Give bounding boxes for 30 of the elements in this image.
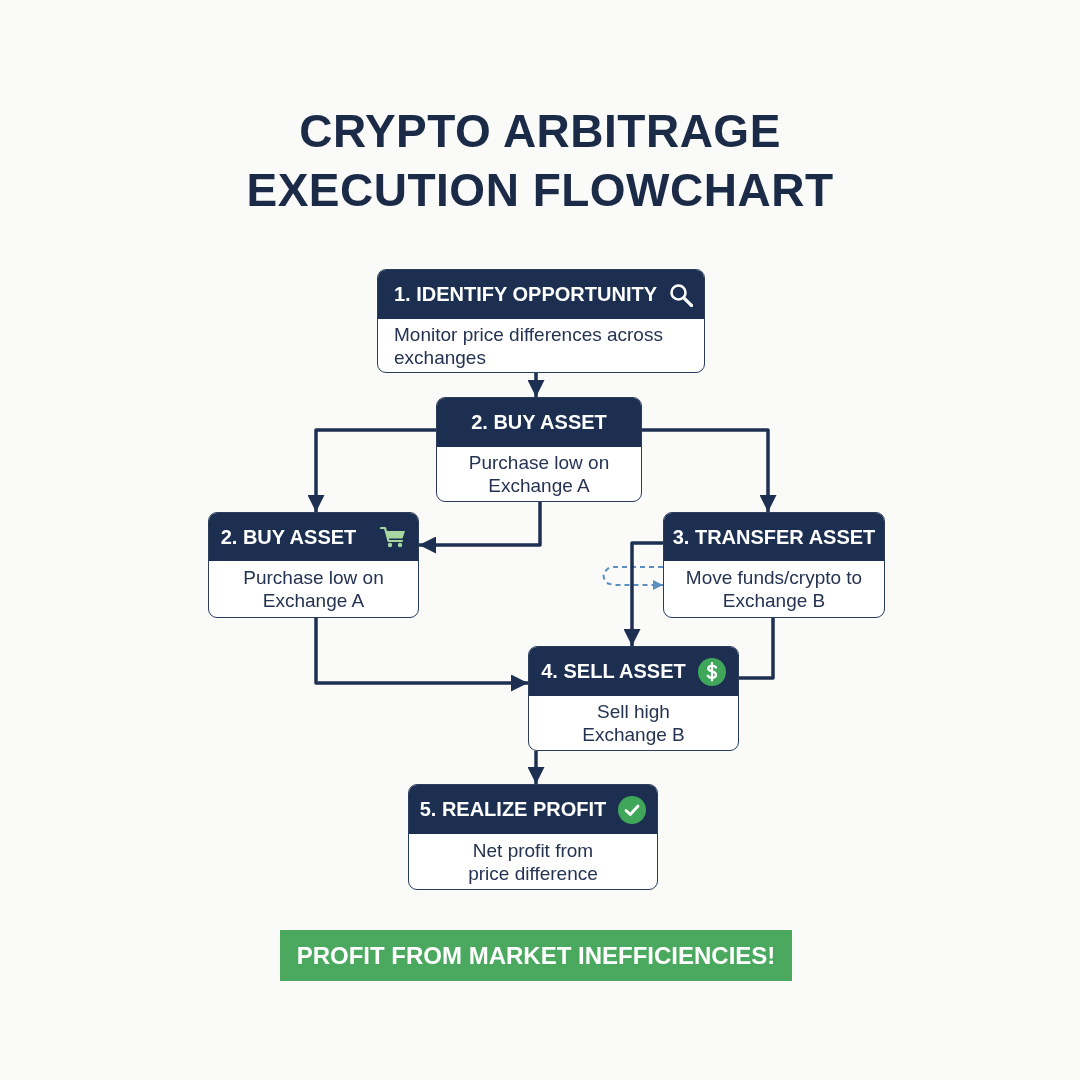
- process-box: [528, 646, 739, 751]
- arrow: [642, 428, 777, 512]
- connector-line: [739, 618, 775, 680]
- arrow: [527, 751, 545, 784]
- process-box: [436, 397, 642, 502]
- title: CRYPTO ARBITRAGE EXECUTION FLOWCHART: [245, 104, 835, 218]
- arrow: [623, 541, 663, 646]
- step-title: 5. REALIZE PROFIT: [419, 798, 607, 821]
- process-box: [208, 512, 419, 618]
- step-title: 3. TRANSFER ASSET: [672, 525, 876, 549]
- process-box: [663, 512, 885, 618]
- step-title: 4. SELL ASSET: [541, 660, 686, 683]
- process-box: [408, 784, 658, 890]
- step-description: Sell high Exchange B: [581, 700, 686, 746]
- step-description: Net profit from price difference: [467, 838, 599, 885]
- step-title: 1. IDENTIFY OPPORTUNITY: [394, 283, 657, 306]
- step-description: Purchase low on Exchange A: [467, 451, 611, 497]
- banner-text: PROFIT FROM MARKET INEFFICIENCIES!: [296, 941, 776, 970]
- process-box: [377, 269, 705, 373]
- arrow: [307, 428, 436, 512]
- arrow: [419, 502, 542, 554]
- banner: [280, 930, 792, 981]
- step-description: Monitor price differences across exchanges: [394, 322, 664, 369]
- step-title: 2. BUY ASSET: [471, 411, 607, 434]
- arrow: [314, 618, 528, 692]
- arrow: [527, 373, 545, 397]
- step-description: Move funds/crypto to Exchange B: [684, 566, 864, 612]
- dashed-arrow: [602, 566, 664, 590]
- step-description: Purchase low on Exchange A: [242, 566, 385, 612]
- step-title: 2. BUY ASSET: [220, 525, 357, 549]
